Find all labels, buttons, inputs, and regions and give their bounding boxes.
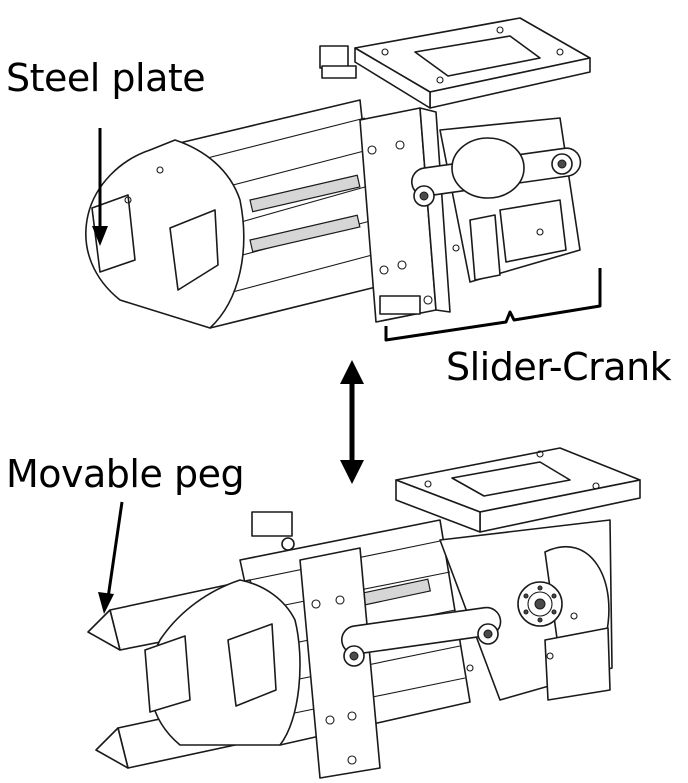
top-nose-cone xyxy=(85,139,245,329)
top-slider-crank xyxy=(411,117,582,283)
bottom-front-plate xyxy=(299,547,381,779)
slider-crank-brace xyxy=(384,268,602,342)
transition-double-arrow xyxy=(340,360,364,484)
bottom-mounting-plate xyxy=(251,447,641,551)
movable-peg-label: Movable peg xyxy=(6,452,245,496)
steel-plate-label: Steel plate xyxy=(6,56,206,100)
bottom-nose-cone xyxy=(144,579,301,746)
movable-peg-arrow xyxy=(106,501,124,599)
bottom-slider-crank xyxy=(341,519,613,701)
top-front-plate xyxy=(359,107,451,323)
bottom-assembly xyxy=(87,447,641,779)
movable-peg-arrowhead xyxy=(98,592,114,614)
steel-plate-arrowhead xyxy=(92,226,108,246)
top-mounting-plate xyxy=(319,17,591,109)
top-assembly xyxy=(85,17,591,329)
slider-crank-label: Slider-Crank xyxy=(446,345,672,389)
